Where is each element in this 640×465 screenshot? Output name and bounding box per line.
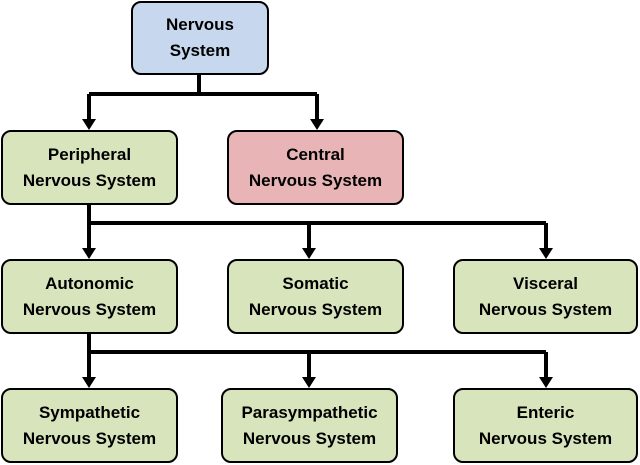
node-somatic-line1: Somatic [282,273,349,293]
node-peripheral-line1: Peripheral [47,144,132,164]
node-central-nervous-system: Central Nervous System [227,130,404,205]
node-central-line1: Central [286,144,345,164]
arrowhead-central [310,119,324,130]
node-enteric-line1: Enteric [516,402,575,422]
node-somatic-nervous-system: Somatic Nervous System [227,259,404,334]
node-nervous-system-line1: Nervous [165,15,235,34]
node-visceral-line2: Nervous System [478,299,613,319]
arrowhead-autonomic [82,248,96,259]
node-sympathetic-line2: Nervous System [22,428,157,448]
node-autonomic-line2: Nervous System [22,299,157,319]
arrowhead-sympathetic [82,377,96,388]
arrowhead-somatic [302,248,316,259]
node-parasympathetic-line2: Nervous System [242,428,377,448]
node-visceral-line1: Visceral [513,273,578,293]
node-autonomic-line1: Autonomic [45,273,134,293]
node-central-line2: Nervous System [248,170,383,190]
node-autonomic-nervous-system: Autonomic Nervous System [1,259,178,334]
node-sympathetic-line1: Sympathetic [38,402,141,422]
arrowhead-peripheral [82,119,96,130]
node-visceral-nervous-system: Visceral Nervous System [453,259,638,334]
node-parasympathetic-nervous-system: Parasympathetic Nervous System [221,388,398,463]
node-peripheral-line2: Nervous System [22,170,157,190]
node-peripheral-nervous-system: Peripheral Nervous System [1,130,178,205]
node-parasympathetic-line1: Parasympathetic [241,402,378,422]
arrowhead-enteric [539,377,553,388]
arrowhead-parasympathetic [302,377,316,388]
node-nervous-system: Nervous System [131,1,269,75]
node-somatic-line2: Nervous System [248,299,383,319]
node-enteric-nervous-system: Enteric Nervous System [453,388,638,463]
node-enteric-line2: Nervous System [478,428,613,448]
node-sympathetic-nervous-system: Sympathetic Nervous System [1,388,178,463]
arrowhead-visceral [539,248,553,259]
node-nervous-system-line2: System [169,41,231,60]
